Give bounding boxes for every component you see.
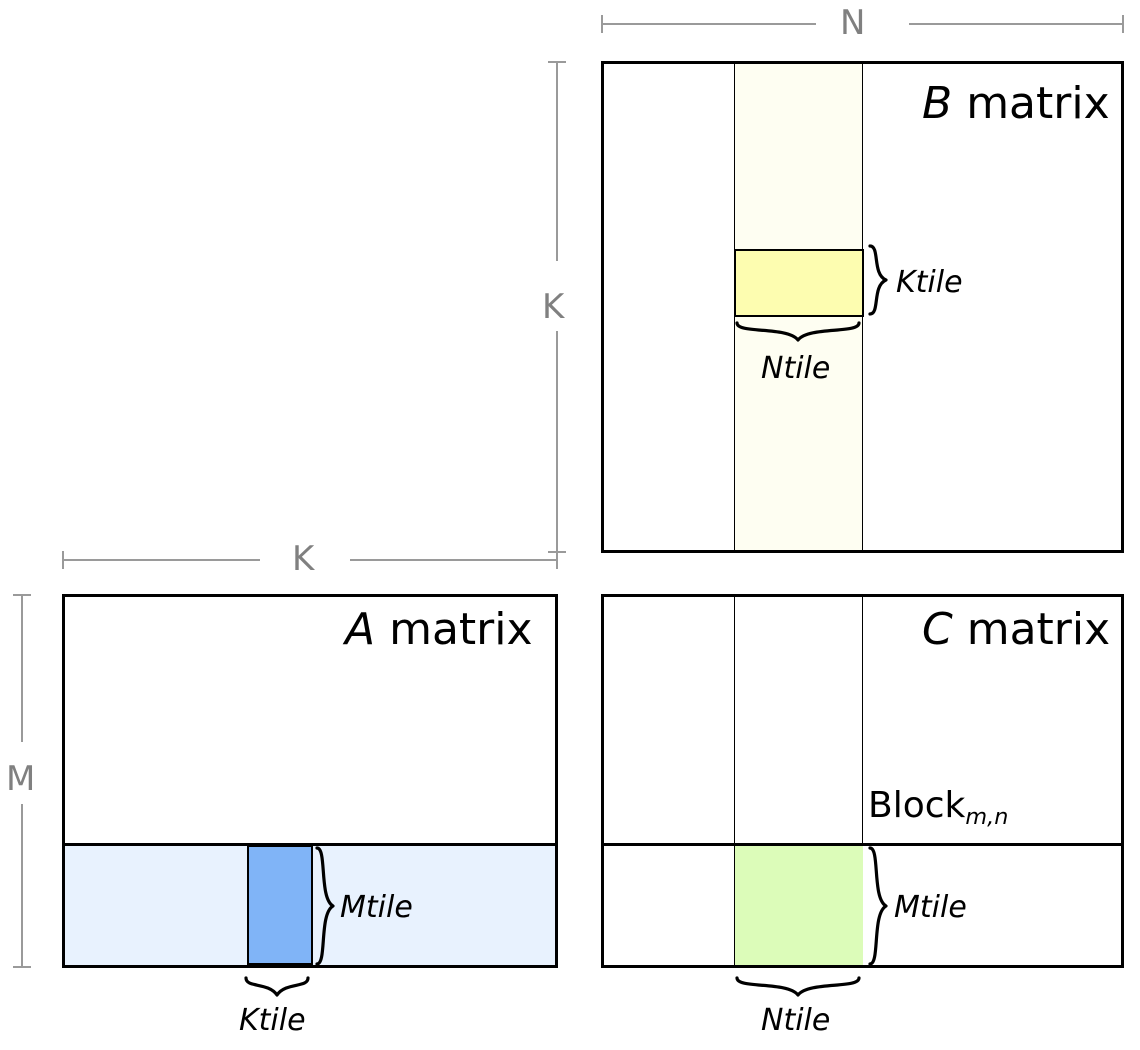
dimension-ruler-n [601, 12, 1124, 36]
dimension-ruler-k-vertical [545, 61, 569, 553]
a-matrix-symbol: A [345, 604, 376, 655]
c-matrix-symbol: C [922, 604, 953, 655]
b-matrix-ntile-brace [735, 320, 861, 346]
c-matrix-block-label: Blockm,n [868, 785, 1008, 828]
c-matrix-mtile-ntile-tile [735, 846, 863, 965]
c-matrix-ntile-brace [735, 975, 861, 1001]
c-matrix-mtile-brace [866, 846, 892, 966]
a-matrix-mtile-brace [313, 846, 339, 966]
a-matrix-ktile-brace [244, 975, 312, 1001]
b-matrix-word: matrix [966, 78, 1110, 129]
a-matrix-word: matrix [389, 604, 533, 655]
c-matrix-column-divider-right [862, 597, 863, 965]
b-matrix-ktile-ntile-tile [734, 249, 864, 317]
b-matrix-title: B matrix [922, 82, 1110, 126]
dimension-label-n: N [840, 3, 866, 43]
a-matrix-ktile-label: Ktile [239, 1003, 306, 1038]
dimension-ruler-k-top [62, 548, 558, 572]
c-matrix-box [601, 594, 1124, 968]
a-matrix-title: A matrix [345, 608, 533, 652]
a-matrix-mtile-label: Mtile [340, 890, 413, 925]
dimension-label-k-top: K [292, 539, 315, 579]
b-matrix-ktile-label: Ktile [896, 265, 963, 300]
a-matrix-mtile-ktile-tile [247, 845, 313, 965]
c-matrix-column-divider-left [734, 597, 735, 965]
a-matrix-box [62, 594, 558, 968]
dimension-label-m: M [6, 759, 36, 799]
c-matrix-block-label-subscript: m,n [965, 803, 1009, 830]
b-matrix-symbol: B [922, 78, 953, 129]
b-matrix-ktile-brace [866, 244, 892, 316]
c-matrix-title: C matrix [922, 608, 1110, 652]
b-matrix-ntile-label: Ntile [761, 351, 831, 386]
dimension-label-k-vertical: K [542, 287, 565, 327]
c-matrix-word: matrix [966, 604, 1111, 655]
c-matrix-mtile-label: Mtile [894, 890, 967, 925]
a-matrix-row-divider [65, 843, 555, 846]
c-matrix-ntile-label: Ntile [761, 1003, 831, 1038]
dimension-ruler-m [10, 594, 34, 968]
c-matrix-block-label-base: Block [868, 785, 966, 826]
c-matrix-row-divider [604, 843, 1121, 846]
b-matrix-box [601, 61, 1124, 553]
